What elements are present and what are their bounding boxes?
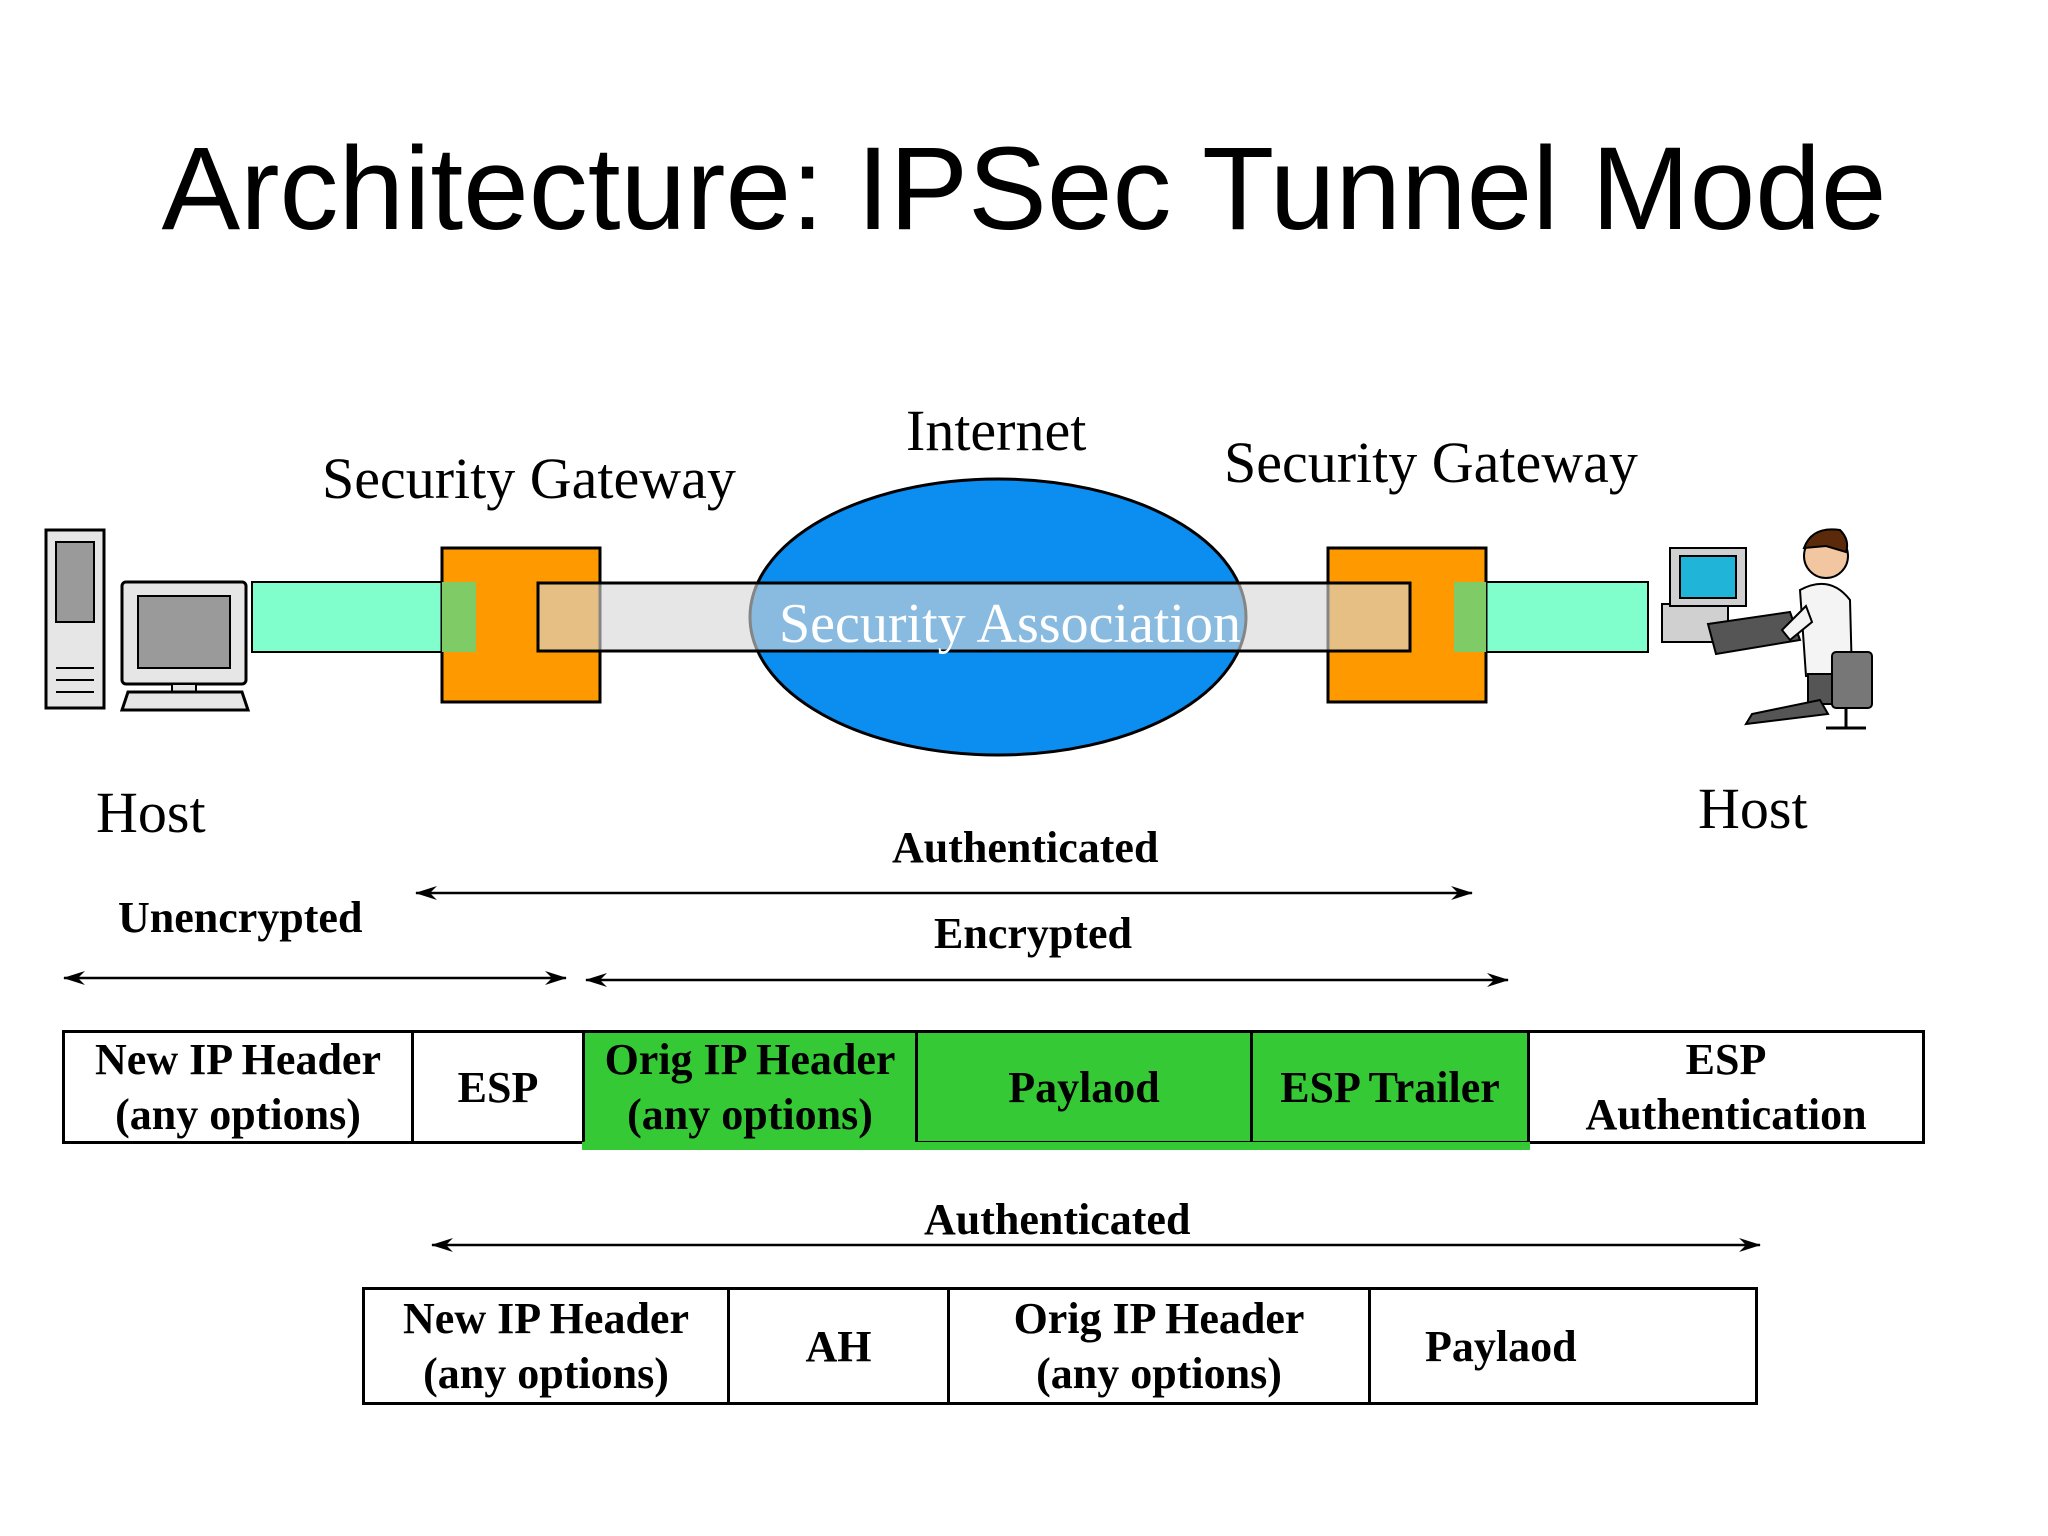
internet-label: Internet — [906, 398, 1087, 463]
esp-cell-payload: Paylaod — [915, 1030, 1253, 1144]
encrypted-region-underline — [582, 1142, 1530, 1150]
esp-cell-esp-trailer: ESP Trailer — [1250, 1030, 1530, 1144]
ah-cell-ah: AH — [727, 1287, 950, 1405]
esp-cell-new-ip-header: New IP Header(any options) — [62, 1030, 414, 1144]
encrypted-label: Encrypted — [934, 909, 1132, 958]
left-gateway-label: Security Gateway — [322, 446, 736, 511]
unencrypted-label: Unencrypted — [118, 893, 363, 942]
esp-authenticated-label: Authenticated — [892, 823, 1159, 872]
ah-cell-payload: Paylaod — [1368, 1287, 1758, 1405]
left-tunnel-segment — [251, 581, 477, 653]
security-association-band — [536, 581, 1412, 653]
esp-cell-orig-ip-header: Orig IP Header(any options) — [582, 1030, 918, 1144]
desktop-computer-icon — [44, 528, 251, 712]
security-association-label: Security Association — [779, 593, 1241, 655]
right-gateway-label: Security Gateway — [1224, 430, 1638, 495]
ah-cell-orig-ip-header: Orig IP Header(any options) — [947, 1287, 1371, 1405]
esp-cell-esp-header: ESP — [411, 1030, 585, 1144]
page-title: Architecture: IPSec Tunnel Mode — [161, 123, 1887, 255]
left-host-label: Host — [96, 780, 206, 845]
person-at-computer-icon — [1661, 528, 1873, 730]
right-host-label: Host — [1698, 776, 1808, 841]
ah-authenticated-label: Authenticated — [924, 1195, 1191, 1244]
ah-cell-new-ip-header: New IP Header(any options) — [362, 1287, 730, 1405]
